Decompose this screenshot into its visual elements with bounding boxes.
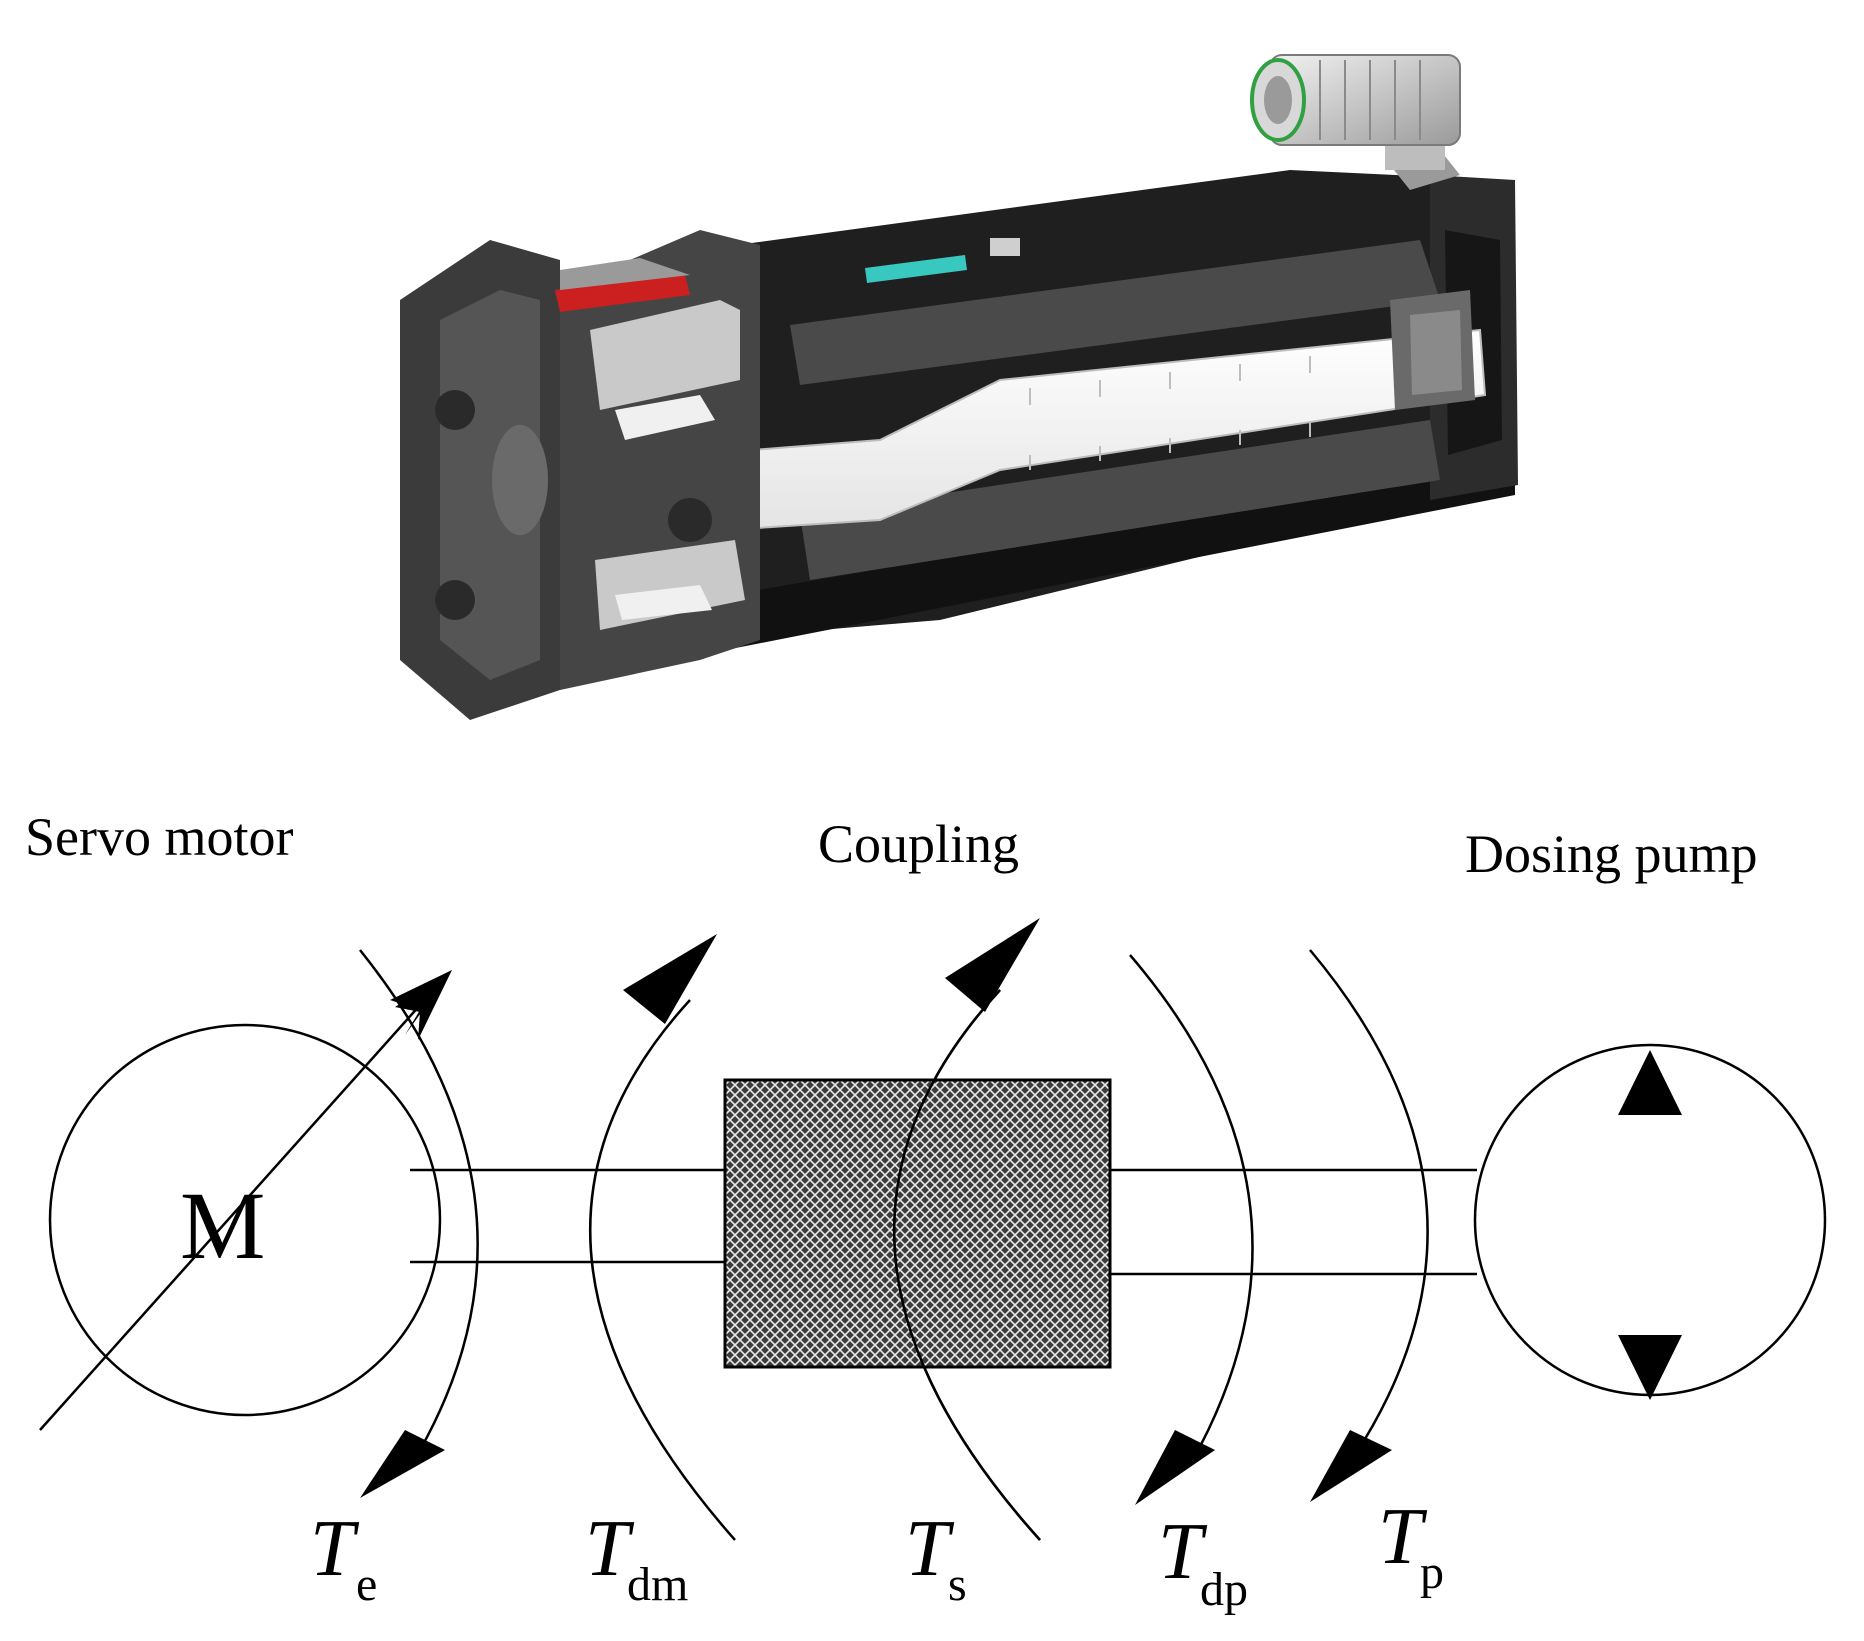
torque-label-Tp: T p <box>1378 1493 1444 1599</box>
torque-Tp-base: T <box>1378 1493 1428 1581</box>
label-coupling: Coupling <box>818 814 1019 874</box>
arrowhead-Te-icon <box>360 1430 445 1498</box>
torque-Te-base: T <box>310 1505 360 1593</box>
torque-label-Tdp: T dp <box>1158 1508 1248 1616</box>
arrowhead-Tp-icon <box>1310 1430 1392 1502</box>
coupling-block <box>723 1078 1112 1369</box>
torque-arc-Tp <box>1309 949 1429 1456</box>
torque-arc-Tdp <box>1129 954 1254 1466</box>
torque-label-Te: T e <box>310 1505 377 1611</box>
torque-Te-sub: e <box>356 1558 377 1611</box>
pump-up-triangle-icon <box>1618 1050 1682 1115</box>
torque-Tdp-base: T <box>1158 1508 1208 1596</box>
torque-Tp-sub: p <box>1420 1546 1444 1599</box>
label-servo-motor: Servo motor <box>25 807 293 867</box>
torque-Tdm-sub: dm <box>627 1558 688 1611</box>
torque-arc-Tdm <box>588 999 736 1541</box>
motor-symbol: M <box>180 1172 265 1279</box>
torque-arc-Te <box>359 949 479 1451</box>
pump-down-triangle-icon <box>1618 1335 1682 1400</box>
torque-Tdm-base: T <box>585 1505 635 1593</box>
motor-variable-arrow <box>39 984 439 1431</box>
schematic <box>39 949 1827 1541</box>
actuator-cutaway-illustration <box>400 54 1518 720</box>
arrowheads <box>360 918 1682 1505</box>
torque-arc-Ts-overlay <box>893 989 1041 1541</box>
arrowhead-Tdm-icon <box>623 934 717 1024</box>
torque-label-Ts: T s <box>905 1505 967 1611</box>
torque-label-Tdm: T dm <box>585 1505 688 1611</box>
torque-Ts-sub: s <box>948 1558 967 1611</box>
arrowhead-Tdp-icon <box>1135 1430 1215 1505</box>
arrowhead-Ts-icon <box>945 918 1040 1012</box>
label-dosing-pump: Dosing pump <box>1465 824 1758 884</box>
torque-Ts-base: T <box>905 1505 955 1593</box>
torque-Tdp-sub: dp <box>1200 1563 1248 1616</box>
servo-motor-circle <box>48 1023 442 1417</box>
